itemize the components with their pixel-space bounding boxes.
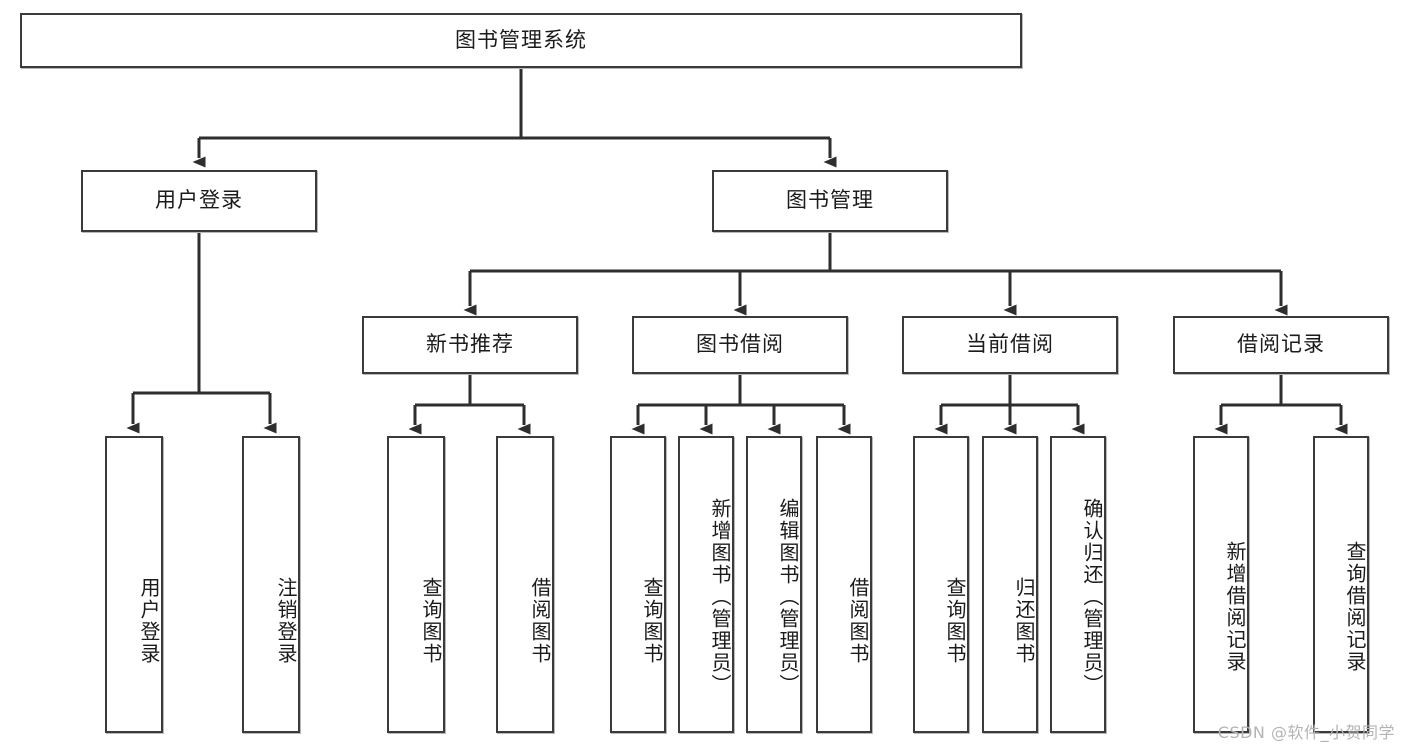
leaf-return-book[interactable]: 归还图书 bbox=[982, 436, 1038, 733]
node-label: 确认归还（管理员） bbox=[1080, 497, 1104, 696]
node-user-login[interactable]: 用户登录 bbox=[81, 170, 317, 232]
node-label: 查询图书 bbox=[943, 576, 967, 665]
node-label: 借阅图书 bbox=[846, 576, 870, 665]
node-label: 新增图书（管理员） bbox=[708, 497, 732, 696]
leaf-logout[interactable]: 注销登录 bbox=[242, 436, 300, 733]
node-book-management[interactable]: 图书管理 bbox=[712, 170, 948, 232]
node-label: 当前借阅 bbox=[966, 332, 1054, 357]
node-label: 借阅记录 bbox=[1237, 332, 1325, 357]
node-new-book-recommendation[interactable]: 新书推荐 bbox=[362, 316, 578, 374]
node-root-library-system[interactable]: 图书管理系统 bbox=[20, 13, 1022, 68]
leaf-borrow-book-1[interactable]: 借阅图书 bbox=[496, 436, 554, 733]
node-label: 注销登录 bbox=[274, 576, 298, 665]
node-label: 查询图书 bbox=[640, 576, 664, 665]
node-label: 借阅图书 bbox=[528, 576, 552, 665]
node-current-borrowing[interactable]: 当前借阅 bbox=[902, 316, 1118, 374]
node-label: 用户登录 bbox=[155, 188, 243, 213]
leaf-confirm-return-admin[interactable]: 确认归还（管理员） bbox=[1050, 436, 1106, 733]
node-label: 新增借阅记录 bbox=[1223, 540, 1247, 673]
leaf-add-book-admin[interactable]: 新增图书（管理员） bbox=[678, 436, 734, 733]
leaf-user-login[interactable]: 用户登录 bbox=[105, 436, 163, 733]
leaf-query-book-1[interactable]: 查询图书 bbox=[387, 436, 445, 733]
leaf-add-borrowing-record[interactable]: 新增借阅记录 bbox=[1193, 436, 1249, 733]
node-label: 图书借阅 bbox=[696, 332, 784, 357]
node-label: 新书推荐 bbox=[426, 332, 514, 357]
node-label: 查询图书 bbox=[419, 576, 443, 665]
csdn-watermark: CSDN @软件_小贺同学 bbox=[1217, 723, 1395, 742]
node-label: 编辑图书（管理员） bbox=[776, 497, 800, 696]
node-label: 查询借阅记录 bbox=[1343, 540, 1367, 673]
node-label: 图书管理系统 bbox=[455, 27, 587, 52]
node-label: 图书管理 bbox=[786, 188, 874, 213]
node-book-borrowing[interactable]: 图书借阅 bbox=[632, 316, 848, 374]
node-label: 用户登录 bbox=[137, 576, 161, 665]
leaf-query-book-2[interactable]: 查询图书 bbox=[610, 436, 666, 733]
leaf-borrow-book-2[interactable]: 借阅图书 bbox=[816, 436, 872, 733]
node-borrowing-record[interactable]: 借阅记录 bbox=[1173, 316, 1389, 374]
leaf-query-borrowing-record[interactable]: 查询借阅记录 bbox=[1313, 436, 1369, 733]
node-label: 归还图书 bbox=[1012, 576, 1036, 665]
leaf-query-book-3[interactable]: 查询图书 bbox=[913, 436, 969, 733]
leaf-edit-book-admin[interactable]: 编辑图书（管理员） bbox=[746, 436, 802, 733]
